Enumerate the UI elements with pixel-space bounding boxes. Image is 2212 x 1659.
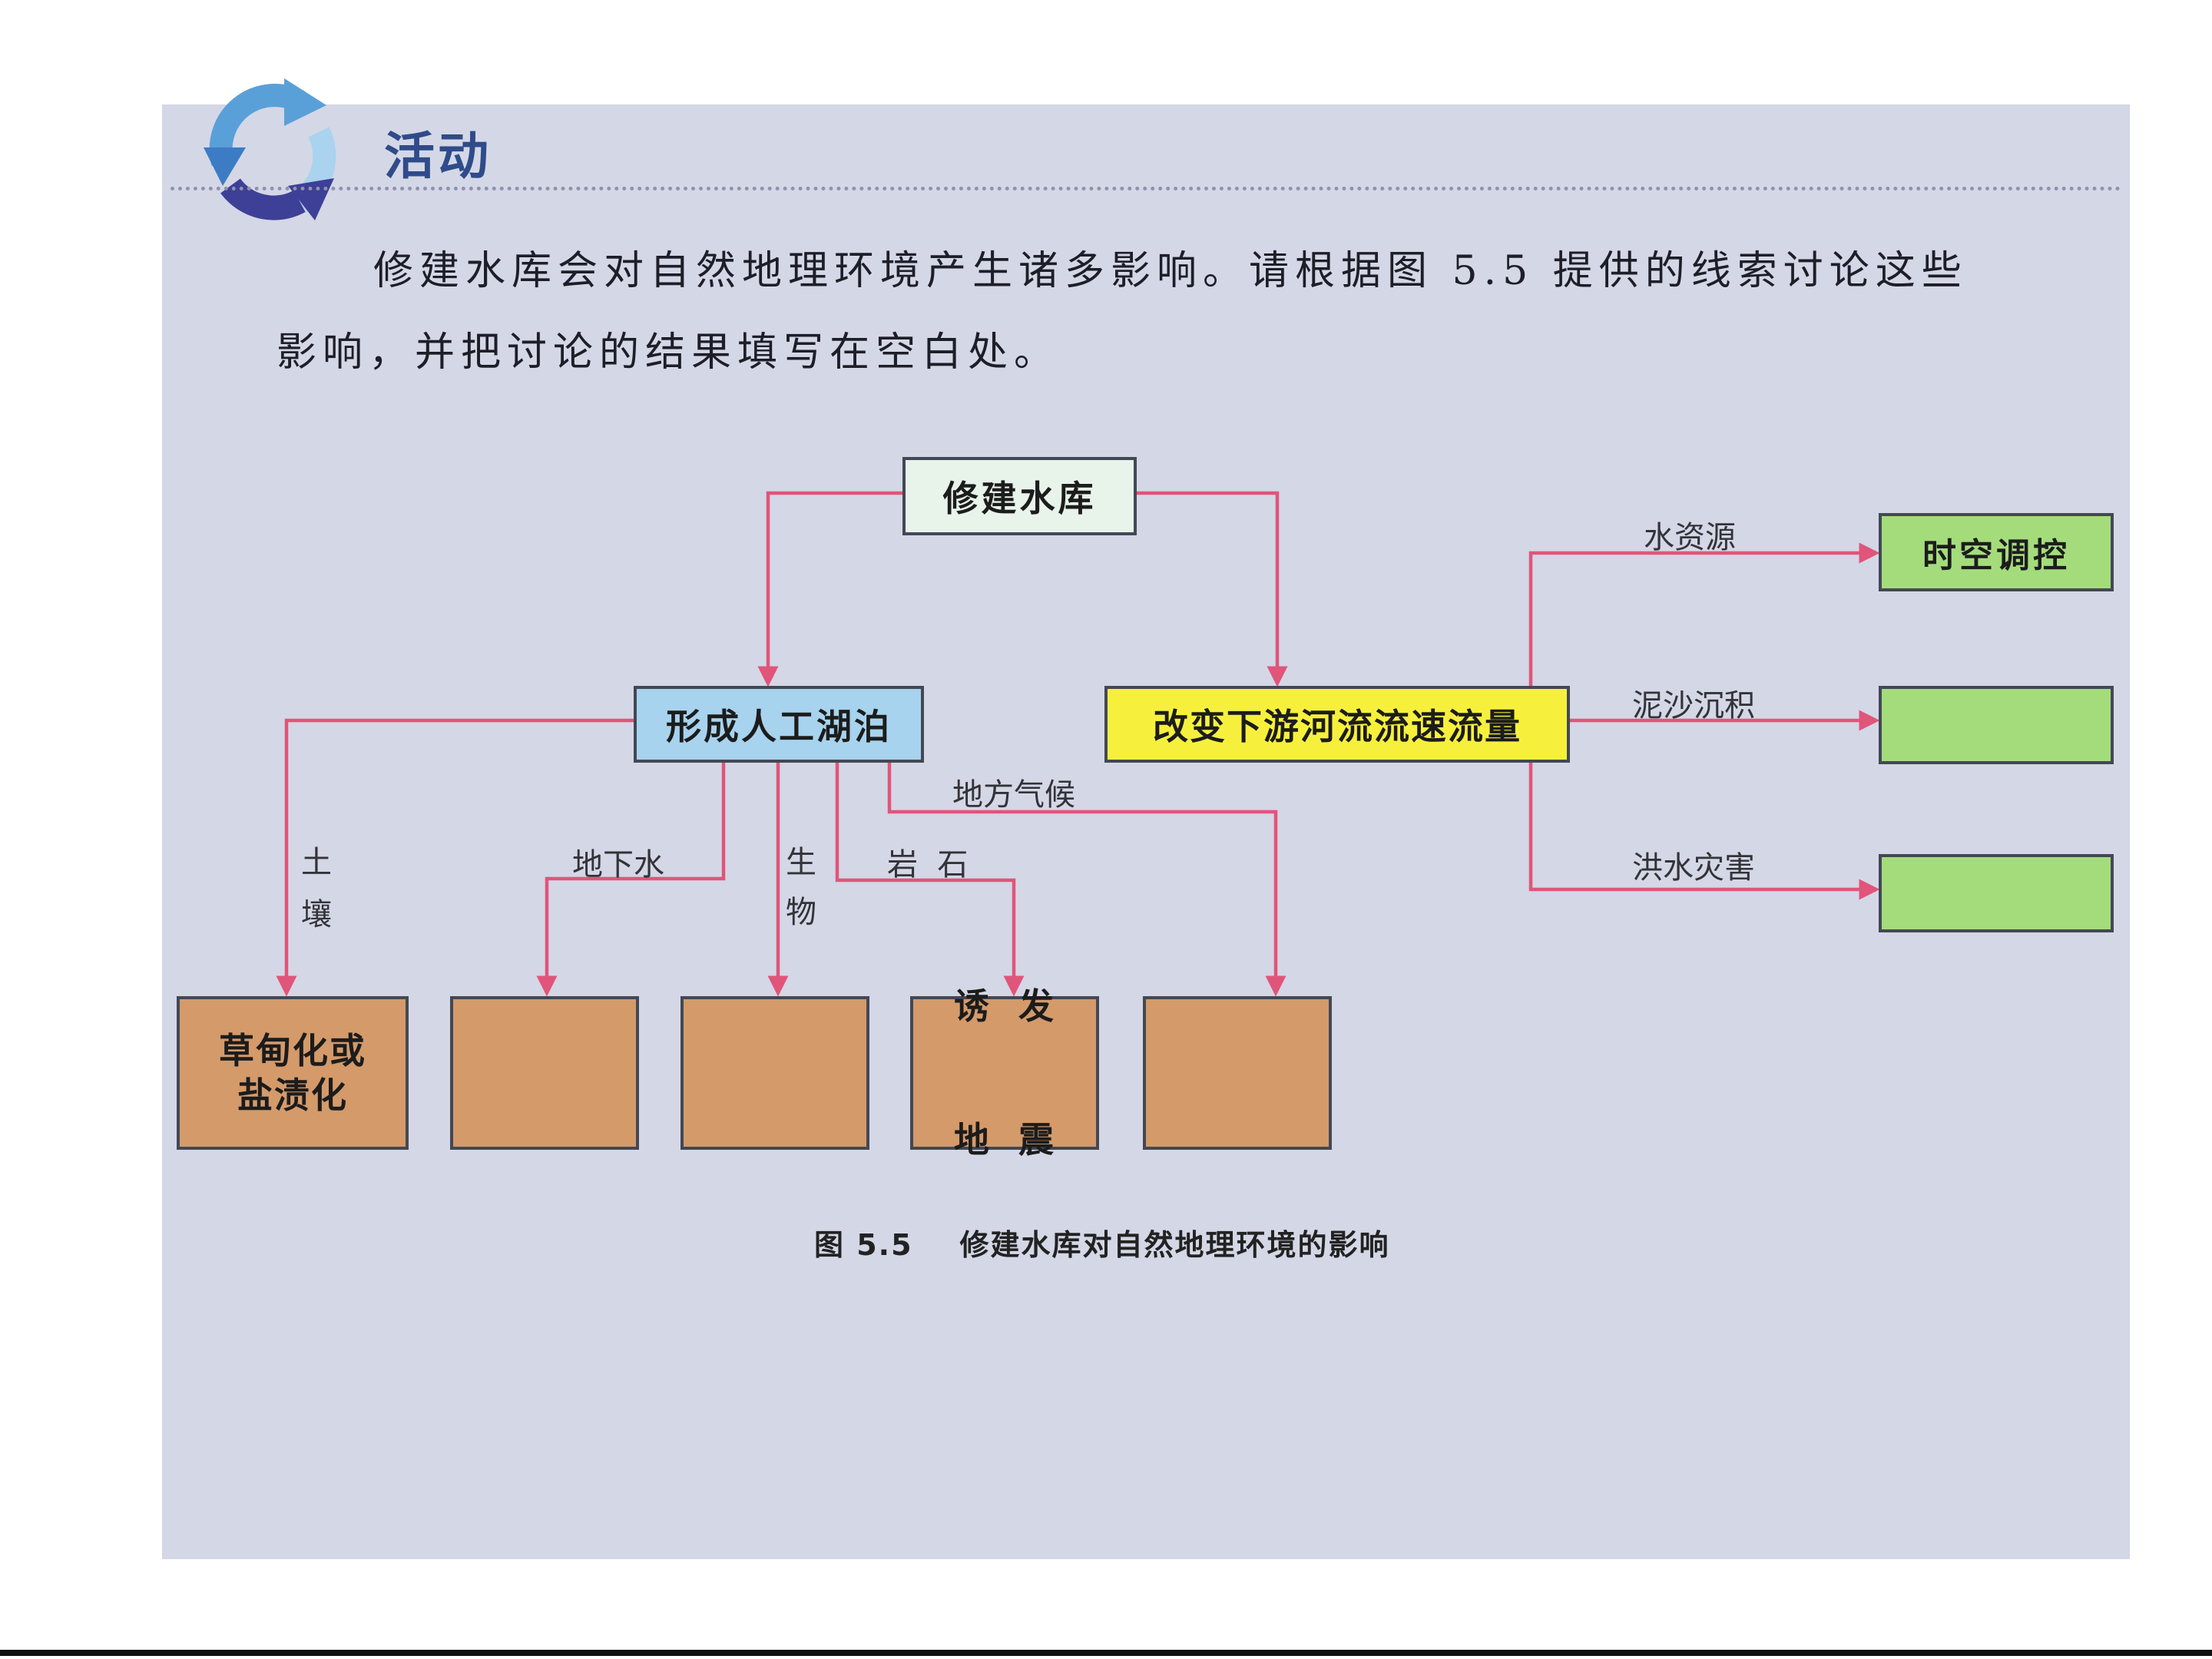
box-downstream-flow: 改变下游河流流速流量: [1104, 686, 1570, 763]
section-divider: [171, 187, 2121, 190]
figure-caption: 图 5.5 修建水库对自然地理环境的影响: [814, 1228, 1390, 1262]
box-climate-result[interactable]: [1143, 996, 1332, 1150]
activity-panel: [162, 104, 2130, 1559]
box-biology-result[interactable]: [680, 996, 869, 1150]
label-soil-1: 土: [301, 845, 332, 880]
instruction-paragraph: 修建水库会对自然地理环境产生诸多影响。请根据图 5.5 提供的线索讨论这些 影响…: [276, 230, 2043, 393]
arrow-root-to-river: [1137, 491, 1288, 687]
arrow-lake-to-rock: [835, 763, 1025, 997]
arrow-river-to-water-resources: [1528, 542, 1880, 686]
label-biology-2: 物: [786, 895, 816, 930]
activity-title: 活动: [384, 127, 492, 186]
label-groundwater: 地下水: [572, 847, 664, 882]
cycle-arrows-icon: [204, 78, 336, 220]
arrow-lake-to-soil: [276, 718, 634, 997]
label-biology-1: 生: [786, 845, 816, 880]
arrow-river-to-flood: [1528, 763, 1880, 900]
arrow-root-to-lake: [757, 491, 902, 687]
label-local-climate: 地方气候: [952, 777, 1075, 813]
label-soil-2: 壤: [301, 897, 332, 932]
label-sediment: 泥沙沉积: [1632, 688, 1755, 724]
arrow-lake-to-groundwater: [536, 763, 726, 997]
box-artificial-lake: 形成人工湖泊: [634, 686, 924, 763]
box-sediment-result[interactable]: [1879, 686, 2114, 764]
box-flood-result[interactable]: [1879, 854, 2114, 932]
box-soil-result: 草甸化或 盐渍化: [177, 996, 409, 1150]
instruction-line-2: 影响，并把讨论的结果填写在空白处。: [276, 329, 1061, 376]
arrow-lake-to-climate: [887, 763, 1286, 997]
instruction-line-1: 修建水库会对自然地理环境产生诸多影响。请根据图 5.5 提供的线索讨论这些: [373, 248, 1968, 294]
label-rock: 岩 石: [887, 847, 969, 882]
label-flood: 洪水灾害: [1632, 850, 1755, 886]
box-rock-result: 诱 发 地 震: [910, 985, 1099, 1161]
box-build-reservoir: 修建水库: [902, 457, 1137, 535]
box-water-resources-result: 时空调控: [1879, 513, 2114, 591]
box-groundwater-result[interactable]: [450, 996, 639, 1150]
label-water-resources: 水资源: [1644, 520, 1736, 555]
page-bottom-rule: [0, 1650, 2212, 1656]
